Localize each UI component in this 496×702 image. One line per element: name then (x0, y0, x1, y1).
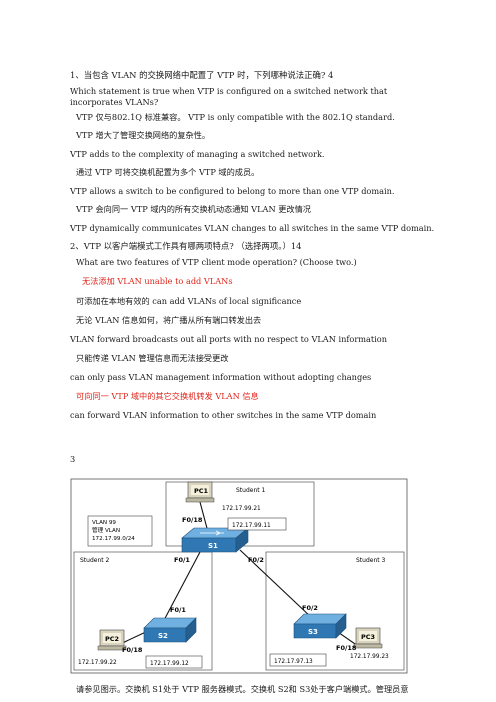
q1-option-d-zh: VTP 会向同一 VTP 域内的所有交换机动态通知 VLAN 更改情况 (76, 204, 311, 214)
q3-caption: 请参见图示。交换机 S1处于 VTP 服务器模式。交换机 S2和 S3处于客户端… (76, 684, 409, 694)
q1-option-c-zh: 通过 VTP 可将交换机配置为多个 VTP 域的成员。 (76, 167, 260, 177)
vlan-info-box (87, 515, 153, 547)
s3-switch-icon (293, 613, 347, 639)
q3-number: 3 (70, 454, 76, 464)
s2-port-f01: F0/1 (170, 606, 186, 614)
student1-label: Student 1 (236, 487, 266, 494)
pc3-label: PC3 (361, 633, 375, 641)
q2-option-e-en: can forward VLAN information to other sw… (70, 410, 377, 420)
s2-ip-label: 172.17.99.12 (150, 661, 189, 667)
q2-option-c-zh: 无论 VLAN 信息如何，将广播从所有端口转发出去 (76, 315, 262, 325)
q1-option-c-en: VTP allows a switch to be configured to … (70, 186, 395, 196)
link-pc1-s1 (199, 501, 209, 533)
student2-label: Student 2 (80, 557, 110, 564)
pc2-label: PC2 (105, 635, 119, 643)
q1-option-a: VTP 仅与802.1Q 标准兼容。 VTP is only compatibl… (76, 112, 395, 122)
q1-option-b-zh: VTP 增大了管理交换网络的复杂性。 (76, 130, 211, 140)
student2-region (73, 551, 213, 671)
q2-english: What are two features of VTP client mode… (76, 257, 357, 267)
s1-switch-icon (181, 527, 249, 553)
s1-port-f01: F0/1 (174, 556, 190, 564)
q2-title: 2、VTP 以客户端模式工作具有哪两项特点? （选择两项。）14 (70, 241, 302, 251)
link-s1-s2 (161, 551, 201, 625)
s2-switch-icon (143, 617, 197, 643)
vlan-box-line3: 172.17.99.0/24 (92, 536, 135, 542)
s3-ip-box (269, 653, 327, 667)
q2-option-e-zh: 可向同一 VTP 域中的其它交换机转发 VLAN 信息 (76, 391, 259, 401)
pc2-icon (97, 629, 127, 651)
student3-label: Student 3 (356, 557, 386, 564)
q2-option-d-en: can only pass VLAN management informatio… (70, 372, 372, 382)
network-diagram: PC1 S1 S2 S3 PC2 (70, 478, 408, 674)
pc1-icon (185, 481, 215, 503)
q2-option-a: 无法添加 VLAN unable to add VLANs (82, 276, 233, 286)
s3-label: S3 (308, 628, 318, 636)
q1-english: Which statement is true when VTP is conf… (70, 86, 388, 107)
q2-option-d-zh: 只能传递 VLAN 管理信息而无法接受更改 (76, 353, 229, 363)
q2-option-c-en: VLAN forward broadcasts out all ports wi… (70, 334, 388, 344)
vlan-box-line2: 管理 VLAN (92, 526, 120, 534)
pc2-ip-label: 172.17.99.22 (78, 660, 117, 666)
link-s1-s3 (239, 549, 313, 619)
pc3-icon (353, 627, 383, 649)
s1-ip-label: 172.17.99.11 (232, 523, 271, 529)
q1-option-b-en: VTP adds to the complexity of managing a… (70, 149, 325, 159)
pc1-label: PC1 (194, 487, 209, 495)
s2-port-f018: F0/18 (122, 646, 143, 654)
q1-title: 1、当包含 VLAN 的交换网络中配置了 VTP 时，下列哪种说法正确? 4 (70, 70, 334, 80)
s3-ip-label: 172.17.97.13 (274, 659, 313, 665)
s1-label: S1 (208, 542, 218, 550)
s2-ip-box (145, 655, 203, 669)
s1-ip-box (227, 517, 287, 531)
s1-port-f018: F0/18 (182, 516, 203, 524)
s1-port-f02: F0/2 (248, 556, 264, 564)
student3-region (265, 551, 405, 671)
vlan-box-line1: VLAN 99 (92, 520, 116, 526)
pc1-ip-label: 172.17.99.21 (222, 506, 261, 512)
pc3-ip-label: 172.17.99.23 (350, 654, 389, 660)
q1-option-d-en: VTP dynamically communicates VLAN change… (70, 223, 435, 233)
s3-port-f018: F0/18 (336, 644, 357, 652)
q2-option-b: 可添加在本地有效的 can add VLANs of local signifi… (76, 296, 302, 306)
s2-label: S2 (158, 632, 168, 640)
s3-port-f02: F0/2 (302, 604, 318, 612)
